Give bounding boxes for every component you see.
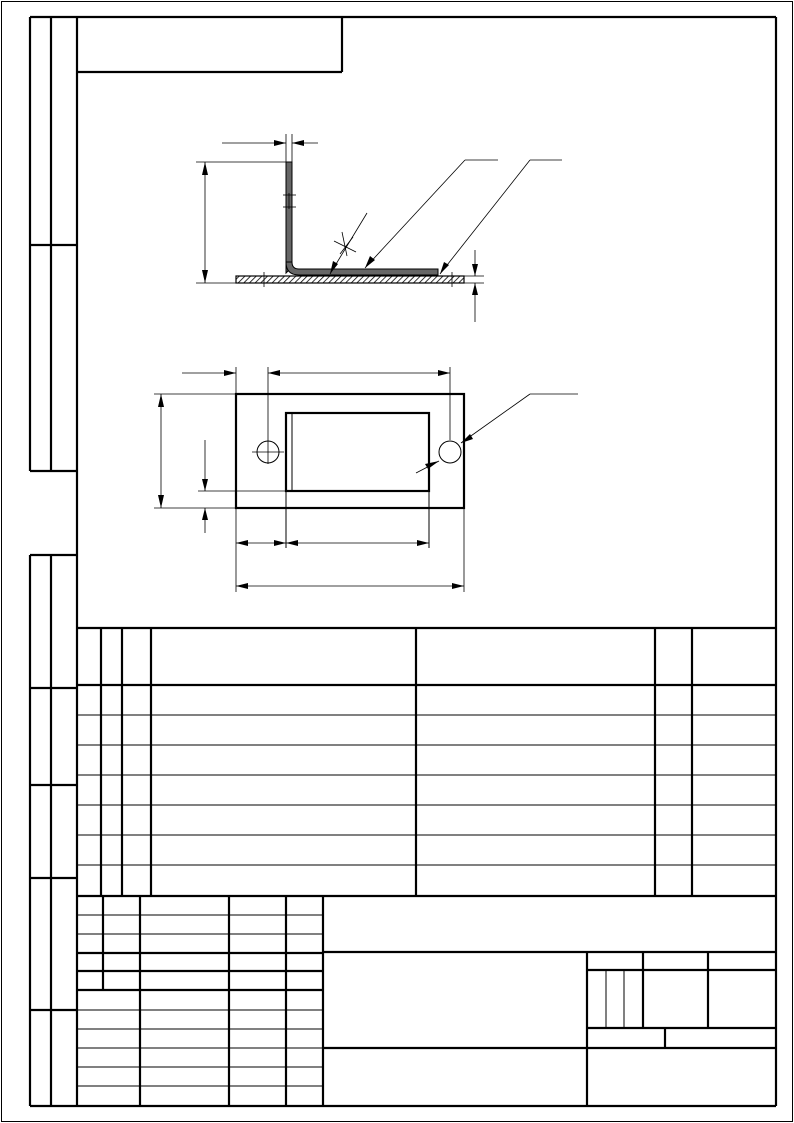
side-view — [196, 134, 562, 322]
left-margin-strip-bottom — [30, 553, 77, 1106]
hole-right — [438, 440, 462, 464]
plan-view — [154, 367, 578, 592]
bracket-section-vertical — [285, 161, 293, 275]
left-margin-strip-top — [30, 17, 77, 473]
bracket-section-bend — [285, 261, 439, 276]
plan-upright-outline — [284, 411, 431, 493]
plan-plate-outline — [234, 392, 466, 510]
specification-table — [77, 626, 776, 898]
title-block — [77, 896, 776, 1106]
main-frame — [28, 15, 778, 1108]
base-plate-section — [235, 275, 465, 284]
top-left-stamp-box — [77, 17, 344, 74]
